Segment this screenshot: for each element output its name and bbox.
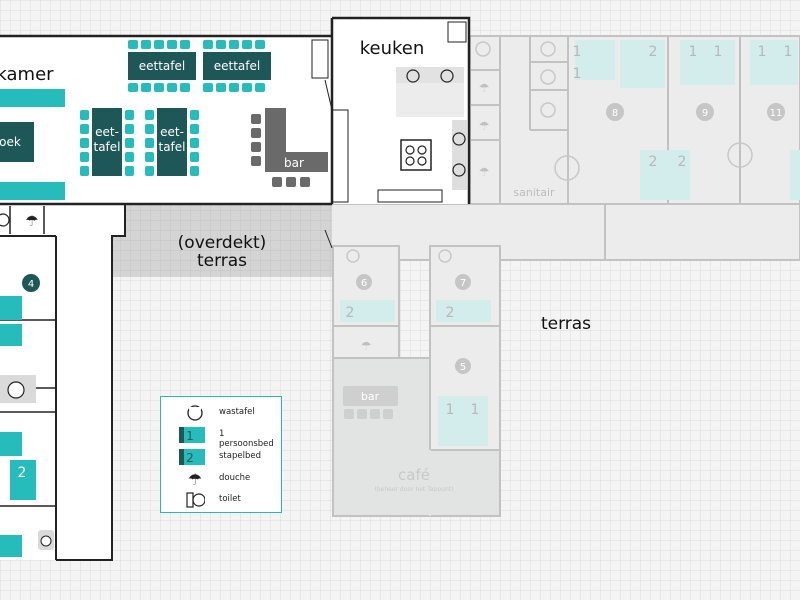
legend-label: wastafel [219, 407, 255, 417]
legend-item-douche: ☂ douche [161, 469, 281, 489]
bed-number: 1 [714, 44, 723, 60]
left-wing-fixtures: ☂ [0, 212, 54, 557]
sink-icon [0, 213, 10, 227]
room-number-11: 11 [770, 108, 783, 119]
legend-bed-number: 1 [186, 429, 194, 443]
room-label-overdekt-terras: terras [197, 251, 247, 271]
single-bed-icon [179, 427, 205, 443]
room-number-5: 5 [460, 362, 466, 373]
room-label-overdekt: (overdekt) [178, 233, 267, 253]
bed-number: 1 [784, 44, 793, 60]
cafe-bar-label: bar [361, 390, 380, 403]
bed-number: 1 [446, 402, 455, 418]
covered-terrace [112, 205, 332, 277]
sink-icon [7, 381, 25, 399]
legend-label: 1 persoonsbed [219, 429, 274, 449]
bed-number: 1 [758, 44, 767, 60]
dining-tables [0, 40, 271, 200]
room-label-keuken: keuken [360, 38, 425, 59]
eet-tafel-label: eet- [95, 125, 119, 139]
sink-icon [440, 69, 454, 83]
eet-tafel-label: tafel [159, 140, 186, 154]
bunk-bed-icon [179, 449, 205, 465]
room-label-cafe: café [398, 466, 430, 484]
legend-bed-number: 2 [186, 451, 194, 465]
bed-number: 1 [573, 66, 582, 82]
legend-item-toilet: toilet [161, 490, 281, 510]
bed-number: 2 [649, 154, 658, 170]
svg-text:☂: ☂ [361, 339, 372, 353]
room-label-sanitair: sanitair [513, 186, 555, 199]
legend-item-1-persoonsbed: 1 1 persoonsbed [161, 425, 281, 449]
bed-number: 1 [573, 44, 582, 60]
legend-label: douche [219, 473, 251, 483]
shower-icon: ☂ [188, 470, 202, 489]
eettafel-label: eettafel [139, 59, 185, 73]
legend-label: stapelbed [219, 451, 261, 461]
room-number-9: 9 [702, 108, 708, 119]
svg-text:☂: ☂ [479, 165, 490, 179]
cafe-note: (beheer door het Tappunt) [375, 486, 454, 493]
bed-number: 2 [446, 305, 455, 321]
room-number-7: 7 [460, 278, 466, 289]
room-number-4: 4 [28, 279, 34, 290]
svg-text:☂: ☂ [479, 119, 490, 133]
bed-number: 1 [471, 402, 480, 418]
svg-text:☂: ☂ [479, 81, 490, 95]
bed-number: 2 [678, 154, 687, 170]
hoek-label: oek [0, 135, 21, 149]
legend-label: toilet [219, 494, 241, 504]
faded-wing: ☂ ☂ ☂ ☂ [329, 35, 800, 517]
bed-number: 1 [689, 44, 698, 60]
room-label-woonkamer: kamer [0, 64, 54, 85]
shower-icon: ☂ [25, 212, 38, 230]
room-number-6: 6 [361, 278, 367, 289]
bed-number: 2 [18, 465, 27, 481]
stove-icon [400, 139, 432, 171]
eet-tafel-label: tafel [94, 140, 121, 154]
room-number-8: 8 [612, 108, 618, 119]
legend-item-wastafel: wastafel [161, 403, 281, 423]
legend-item-stapelbed: 2 stapelbed [161, 447, 281, 467]
legend: wastafel 1 1 persoonsbed 2 stapelbed ☂ d… [160, 396, 282, 513]
eettafel-label: eettafel [214, 59, 260, 73]
bed-number: 2 [649, 44, 658, 60]
toilet-icon [186, 492, 205, 508]
bar [251, 108, 328, 187]
room-label-terras: terras [541, 314, 591, 334]
bed-number: 2 [346, 305, 355, 321]
bar-label: bar [284, 156, 304, 170]
sink-icon [187, 405, 203, 421]
eet-tafel-label: eet- [160, 125, 184, 139]
sink-icon [406, 69, 420, 83]
